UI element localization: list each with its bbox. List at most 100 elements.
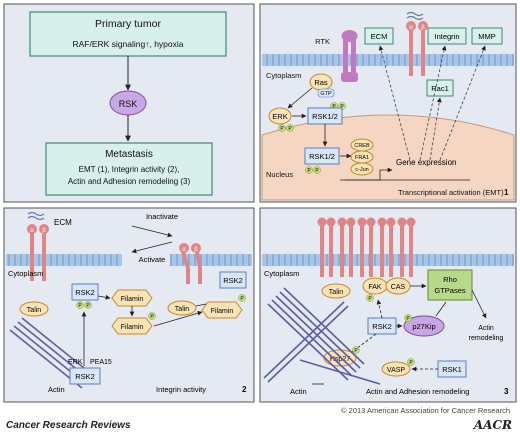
link-filamin-talin (195, 303, 207, 307)
rsk2-box-left (71, 283, 99, 301)
filamin-hex-2 (111, 317, 153, 335)
cytoplasm-label-actin: Cytoplasm (264, 269, 299, 278)
phospho-icon (84, 301, 92, 309)
phospho-icon (313, 166, 321, 174)
filamin-2-label: Filamin (121, 324, 144, 331)
inactivate-label: Inactivate (146, 212, 178, 221)
actin-label: Actin (290, 387, 307, 396)
vasp-label: VASP (387, 367, 405, 374)
rac1-label: Rac1 (431, 84, 449, 93)
gtpases-label: GTPases (434, 286, 466, 295)
panel-transcriptional-activation: RTK α β ECM Integrin MMP Rac1 Cytoplasm (259, 3, 517, 203)
creb-label: CREB (354, 143, 370, 149)
erk-label-integrin: ERK (68, 359, 83, 366)
svg-text:P: P (150, 314, 154, 320)
aacr-logo: AACR (473, 418, 512, 432)
p27kip-node (403, 315, 445, 337)
vasp-node (381, 361, 411, 377)
svg-text:P: P (409, 360, 413, 366)
arrow-inactivate (131, 225, 173, 238)
phospho-icon (305, 166, 313, 174)
panel-integrin-activity: α β ECM α β Inactivate Activate Cytoplas… (3, 207, 255, 403)
integrin-number: 2 (242, 385, 247, 394)
emt-caption: Transcriptional activation (EMT) (398, 188, 504, 197)
cytoplasm-label-emt: Cytoplasm (266, 71, 301, 80)
integrin-caption: Integrin activity (156, 385, 206, 394)
talin-left-node (19, 301, 49, 317)
svg-text:P: P (288, 126, 292, 132)
rsk-label: RSK (119, 99, 138, 109)
phospho-icon (238, 294, 246, 302)
emt-number: 1 (504, 188, 509, 197)
talin-node (321, 283, 351, 299)
gtp-tag (317, 88, 335, 98)
cjun-node (350, 162, 374, 176)
pea15-label: PEA15 (90, 359, 112, 366)
membrane-left (6, 254, 122, 266)
p27kip-label: p27Kip (412, 322, 435, 331)
journal-brand: Cancer Research Reviews (6, 420, 131, 431)
inhibit-p27-rho (435, 301, 447, 317)
phospho-icon (286, 124, 294, 132)
gene-expression-label: Gene expression (396, 158, 456, 167)
svg-text:α: α (409, 25, 413, 31)
svg-text:P: P (354, 348, 358, 354)
integrin-box (427, 27, 467, 45)
gene-expression-arrows (378, 45, 486, 161)
rsk1-label: RSK1 (442, 365, 462, 374)
metastasis-box (45, 142, 213, 196)
phospho-icon (407, 358, 415, 366)
svg-text:β: β (194, 247, 198, 253)
phospho-icon (366, 294, 374, 302)
rtk-receptor (341, 30, 358, 82)
primary-tumor-subtitle: RAF/ERK signaling↑, hypoxia (72, 39, 183, 49)
ecm-label-integrin: ECM (54, 218, 72, 227)
rtk-label: RTK (315, 37, 330, 46)
rsk2-right-label: RSK2 (223, 276, 243, 285)
actin-remodeling-caption: Actin and Adhesion remodeling (366, 387, 469, 396)
copyright-notice: © 2013 American Association for Cancer R… (341, 406, 510, 415)
svg-text:P: P (368, 296, 372, 302)
arrow-rsk2-filamin (97, 294, 111, 300)
arrow-rho-to-remodeling (471, 289, 487, 319)
cytoplasm-label-integrin: Cytoplasm (8, 269, 43, 278)
svg-text:P: P (307, 168, 311, 174)
phospho-icon (148, 312, 156, 320)
filamin-3-label: Filamin (211, 308, 234, 315)
rsk2-left-label: RSK2 (75, 288, 95, 297)
svg-text:P: P (78, 303, 82, 309)
svg-text:P: P (315, 168, 319, 174)
svg-text:P: P (86, 303, 90, 309)
svg-text:P: P (340, 104, 344, 110)
arrow-activate (131, 241, 173, 254)
actin-filaments (263, 287, 381, 385)
metastasis-line-1: EMT (1), Integrin activity (2), (79, 165, 180, 174)
phospho-icon (352, 346, 360, 354)
nucleus-label: Nucleus (266, 170, 293, 179)
filamin-1-label: Filamin (121, 296, 144, 303)
integrin-cluster (317, 217, 416, 277)
primary-tumor-title: Primary tumor (95, 18, 161, 30)
primary-tumor-box (29, 11, 227, 57)
integrin-receptor-top: α β (406, 11, 428, 76)
rsk2-box-right (219, 271, 247, 289)
rac1-box (426, 79, 454, 97)
integrin-inactive: α β (179, 243, 202, 284)
arrow-filamin-right (153, 310, 203, 327)
svg-text:P: P (406, 316, 410, 322)
actin-remodeling-number: 3 (504, 387, 509, 396)
rho-label: Rho (443, 275, 457, 284)
svg-text:β: β (421, 25, 425, 31)
rsk2-box-bottom (69, 367, 101, 385)
mmp-box (471, 27, 503, 45)
svg-text:P: P (280, 126, 284, 132)
rsk12-nucleus-box (304, 147, 340, 165)
talin-left-label: Talin (27, 307, 42, 314)
actin-remodeling-line2: remodeling (469, 335, 504, 342)
metastasis-title: Metastasis (105, 149, 153, 160)
rsk12-cyto-label: RSK1/2 (312, 112, 338, 121)
rsk2-label: RSK2 (372, 322, 392, 331)
activate-label: Activate (139, 255, 166, 264)
erk-node (268, 107, 292, 125)
